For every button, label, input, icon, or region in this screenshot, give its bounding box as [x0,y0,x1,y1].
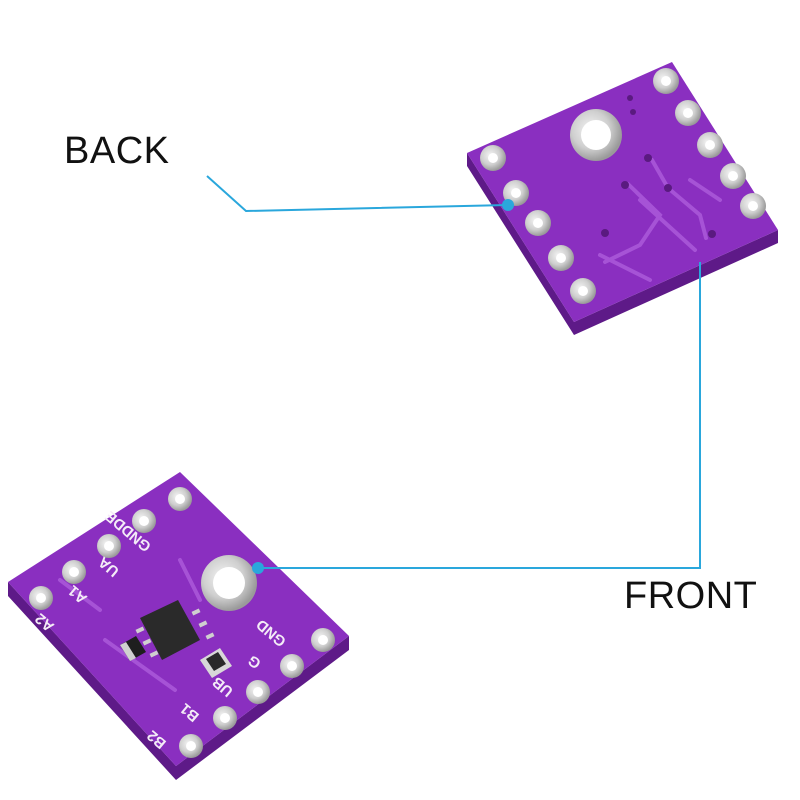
smd-resistor [200,648,232,678]
pcb-front-pads-bottom [179,628,335,758]
front-leader-dot [252,562,264,574]
pcb-back-vias [601,95,716,238]
leader-lines [206,175,701,569]
pcb-front-mounting-hole [201,555,257,611]
pcb-back-surface [467,62,778,322]
back-label: BACK [64,130,170,172]
pcb-back-pads-right [653,68,766,219]
pcb-front-traces [58,558,202,692]
ic-chip [135,600,215,660]
pcb-front-pads-top [29,487,192,610]
back-leader-dot [502,199,514,211]
front-label: FRONT [624,575,758,617]
front-leader-line [258,262,701,569]
pcb-back-traces [598,158,722,282]
pcb-back-mounting-hole [570,109,622,161]
pcb-back-board [467,62,778,335]
pcb-front-board: GNDDE UA A1 A2 GND G UB B1 B2 [8,472,349,780]
back-leader-line [206,175,509,213]
smd-capacitor [120,636,146,661]
